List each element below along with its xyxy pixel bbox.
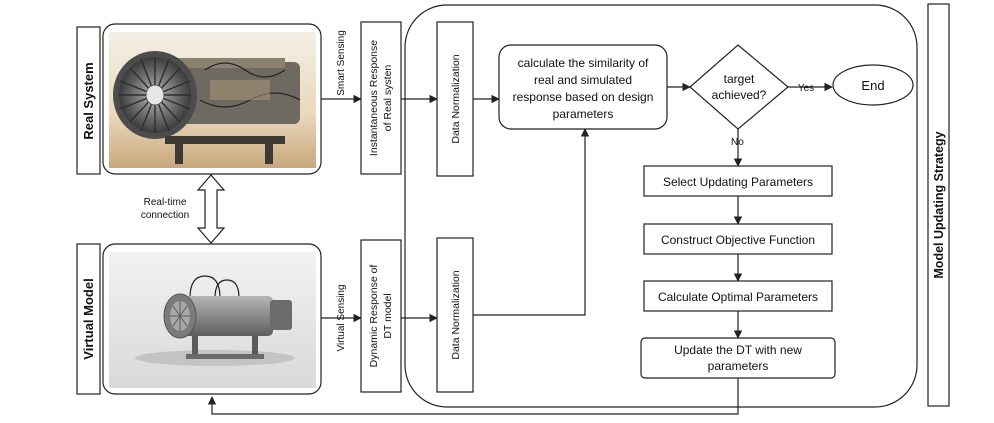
model-updating-container [404,4,918,408]
construct-objective-function-label: Construct Objective Function [661,233,815,247]
decision-line2: achieved? [712,88,767,102]
select-updating-parameters-box: Select Updating Parameters [643,165,833,197]
similarity-calculation-box: calculate the similarity of real and sim… [498,44,668,130]
real-time-connection-arrow [196,174,226,244]
real-system-label: Real System [81,62,96,139]
smart-sensing-label: Smart Sensing [336,30,347,96]
dynamic-response-line1: Dynamic Response of [368,265,380,368]
similarity-line3: response based on design [513,90,654,104]
calculate-optimal-parameters-label: Calculate Optimal Parameters [658,290,818,304]
virtual-engine-image [102,243,322,395]
model-updating-strategy-label-box: Model Updating Strategy [927,3,950,407]
real-system-label-box: Real System [76,26,101,175]
dynamic-response-line2: DT model [382,293,394,338]
target-achieved-decision: target achieved? [689,44,789,130]
end-label: End [861,78,884,93]
virtual-model-label-box: Virtual Model [76,243,101,395]
data-normalization-top-box: Data Normalization [436,21,474,177]
dynamic-response-box: Dynamic Response of DT model [360,239,402,393]
update-dt-box: Update the DT with new parameters [640,337,836,379]
real-time-connection-label-line2: connection [141,210,189,221]
virtual-model-label: Virtual Model [81,278,96,359]
yes-label: Yes [798,83,814,94]
calculate-optimal-parameters-box: Calculate Optimal Parameters [643,280,833,312]
real-engine-image [102,23,322,175]
update-dt-line2: parameters [708,359,769,373]
update-dt-line1: Update the DT with new [674,343,802,357]
data-normalization-bottom-box: Data Normalization [436,237,474,393]
select-updating-parameters-label: Select Updating Parameters [663,175,813,189]
end-terminal: End [832,64,914,106]
model-updating-strategy-label: Model Updating Strategy [932,131,946,278]
normalization-bottom-to-similarity-arrow [473,128,590,316]
real-time-connection-label-line1: Real-time [144,197,187,208]
data-normalization-bottom-label: Data Normalization [450,270,462,359]
virtual-sensing-label: Virtual Sensing [336,284,347,351]
no-label: No [731,137,744,148]
instantaneous-response-box: Instantaneous Response of Real systen [360,21,402,175]
decision-line1: target [724,72,755,86]
instantaneous-response-line2: of Real systen [382,65,394,132]
data-normalization-top-label: Data Normalization [450,54,462,143]
similarity-line1: calculate the similarity of [518,56,649,70]
construct-objective-function-box: Construct Objective Function [643,223,833,255]
feedback-to-virtual-model-arrow [207,378,739,415]
instantaneous-response-line1: Instantaneous Response [368,40,380,156]
similarity-line4: parameters [553,107,614,121]
similarity-line2: real and simulated [534,73,632,87]
